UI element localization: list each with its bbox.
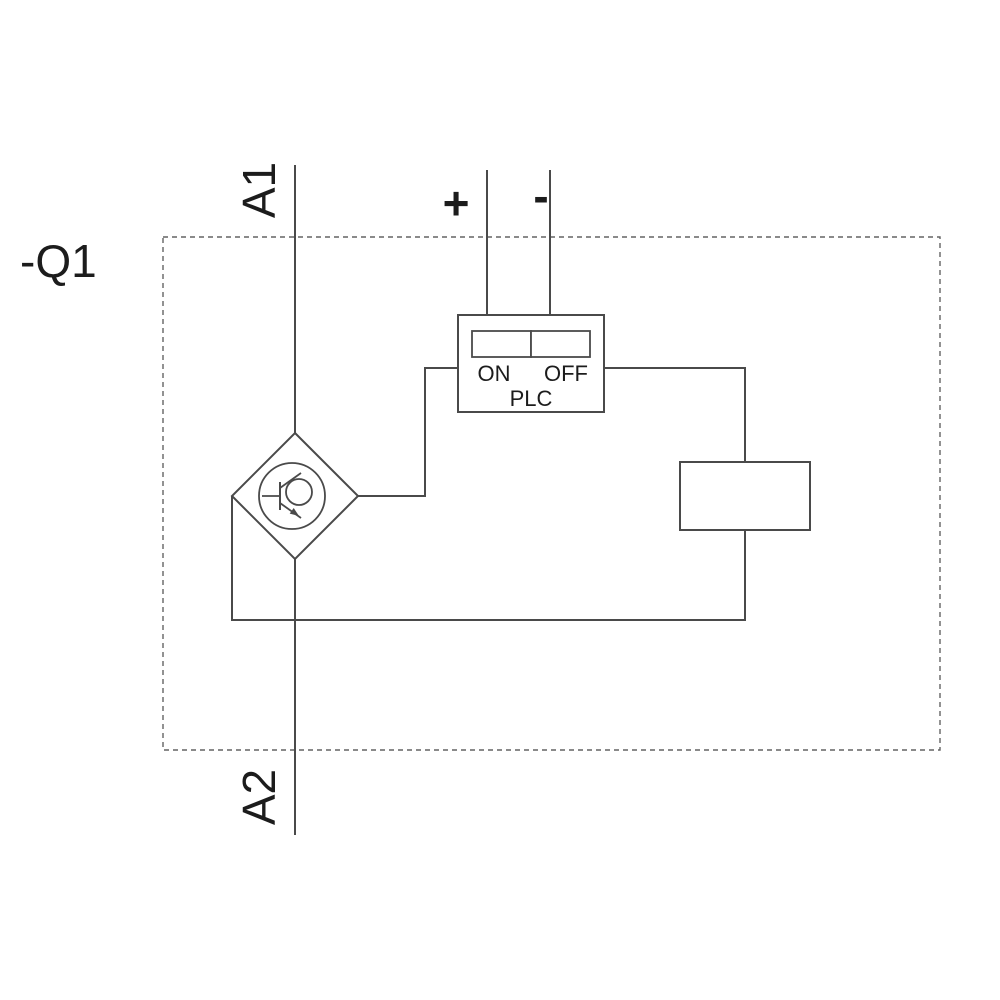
coil-box: [679, 461, 811, 531]
transistor-emitter-arrow: [289, 508, 299, 516]
transistor-outer-circle: [258, 462, 326, 530]
plc-block: ON OFF PLC: [457, 314, 605, 413]
plc-switch-off-segment: [530, 330, 591, 358]
plc-off-label: OFF: [544, 361, 588, 386]
wire-diamond-to-plc: [358, 367, 458, 497]
transistor-collector-line: [279, 472, 302, 489]
semiconductor-diamond: [230, 431, 360, 561]
transistor-inner-circle: [285, 478, 313, 506]
plc-on-label: ON: [478, 361, 511, 386]
device-label: -Q1: [20, 235, 97, 287]
supply-plus-label: +: [443, 177, 470, 229]
wire-coil-return: [231, 496, 746, 621]
terminal-a2-label: A2: [233, 769, 285, 825]
device-boundary-dashed-box: [162, 236, 941, 751]
plc-label: PLC: [510, 386, 553, 411]
supply-minus-label: -: [533, 170, 548, 222]
semiconductor-switch-symbol: [230, 431, 360, 561]
wire-plc-to-coil: [604, 367, 746, 462]
terminal-a1-label: A1: [233, 162, 285, 218]
